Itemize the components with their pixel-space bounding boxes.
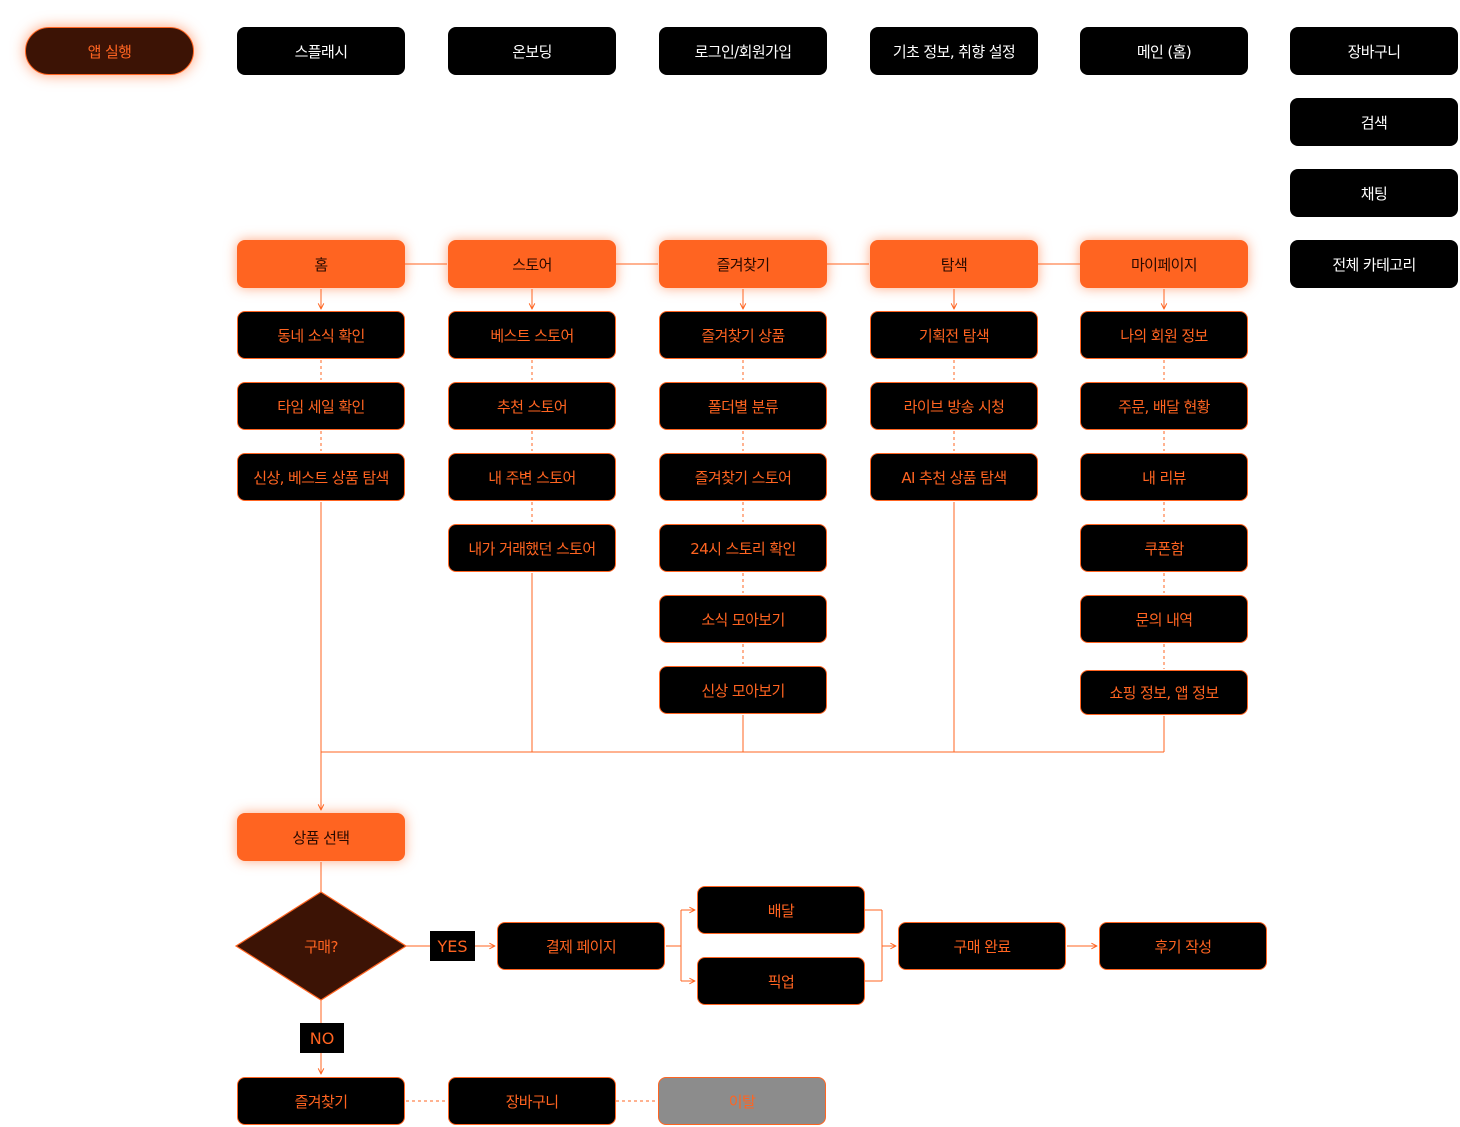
store-item: 베스트 스토어 bbox=[448, 311, 616, 359]
home-item: 동네 소식 확인 bbox=[237, 311, 405, 359]
node-all-categories: 전체 카테고리 bbox=[1290, 240, 1458, 288]
node-purchase-complete: 구매 완료 bbox=[898, 922, 1066, 970]
node-payment: 결제 페이지 bbox=[497, 922, 665, 970]
node-pickup: 픽업 bbox=[697, 957, 865, 1005]
favorites-item: 소식 모아보기 bbox=[659, 595, 827, 643]
node-onboarding: 온보딩 bbox=[448, 27, 616, 75]
node-chat: 채팅 bbox=[1290, 169, 1458, 217]
node-delivery: 배달 bbox=[697, 886, 865, 934]
mypage-item: 쿠폰함 bbox=[1080, 524, 1248, 572]
node-write-review: 후기 작성 bbox=[1099, 922, 1267, 970]
node-no-cart: 장바구니 bbox=[448, 1077, 616, 1125]
explore-item: 라이브 방송 시청 bbox=[870, 382, 1038, 430]
node-exit: 이탈 bbox=[658, 1077, 826, 1125]
store-item: 추천 스토어 bbox=[448, 382, 616, 430]
store-item: 내 주변 스토어 bbox=[448, 453, 616, 501]
tab-store: 스토어 bbox=[448, 240, 616, 288]
tab-explore: 탐색 bbox=[870, 240, 1038, 288]
node-splash: 스플래시 bbox=[237, 27, 405, 75]
start-node: 앱 실행 bbox=[25, 27, 194, 75]
mypage-item: 나의 회원 정보 bbox=[1080, 311, 1248, 359]
favorites-item: 신상 모아보기 bbox=[659, 666, 827, 714]
node-product-select: 상품 선택 bbox=[237, 813, 405, 861]
node-basic-info: 기초 정보, 취향 설정 bbox=[870, 27, 1038, 75]
explore-item: 기획전 탐색 bbox=[870, 311, 1038, 359]
mypage-item: 내 리뷰 bbox=[1080, 453, 1248, 501]
tab-mypage: 마이페이지 bbox=[1080, 240, 1248, 288]
yes-label: YES bbox=[430, 931, 475, 961]
favorites-item: 즐겨찾기 스토어 bbox=[659, 453, 827, 501]
tab-favorites: 즐겨찾기 bbox=[659, 240, 827, 288]
decision-label: 구매? bbox=[304, 937, 338, 956]
mypage-item: 쇼핑 정보, 앱 정보 bbox=[1080, 670, 1248, 715]
node-main-home: 메인 (홈) bbox=[1080, 27, 1248, 75]
explore-item: AI 추천 상품 탐색 bbox=[870, 453, 1038, 501]
no-label: NO bbox=[300, 1023, 344, 1053]
home-item: 신상, 베스트 상품 탐색 bbox=[237, 453, 405, 501]
store-item: 내가 거래했던 스토어 bbox=[448, 524, 616, 572]
mypage-item: 주문, 배달 현황 bbox=[1080, 382, 1248, 430]
node-no-favorites: 즐겨찾기 bbox=[237, 1077, 405, 1125]
favorites-item: 24시 스토리 확인 bbox=[659, 524, 827, 572]
tab-home: 홈 bbox=[237, 240, 405, 288]
favorites-item: 폴더별 분류 bbox=[659, 382, 827, 430]
node-cart: 장바구니 bbox=[1290, 27, 1458, 75]
favorites-item: 즐겨찾기 상품 bbox=[659, 311, 827, 359]
home-item: 타임 세일 확인 bbox=[237, 382, 405, 430]
node-login-signup: 로그인/회원가입 bbox=[659, 27, 827, 75]
mypage-item: 문의 내역 bbox=[1080, 595, 1248, 643]
node-search: 검색 bbox=[1290, 98, 1458, 146]
